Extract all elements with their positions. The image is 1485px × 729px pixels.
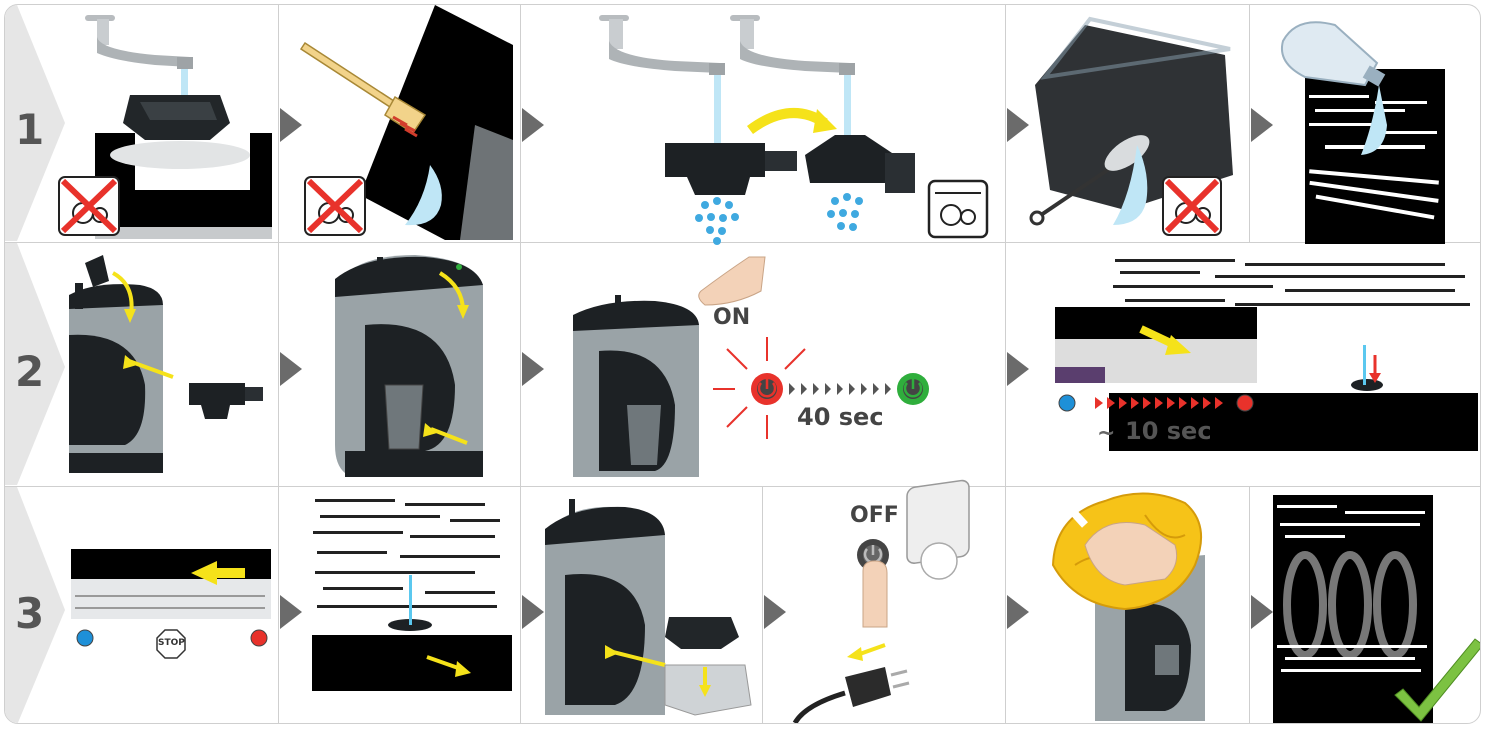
panel-2-2 <box>335 255 483 477</box>
water-drops-icon <box>695 193 863 245</box>
power-button-icon <box>713 337 806 439</box>
column-divider <box>1005 5 1006 723</box>
panel-1-1 <box>58 15 272 239</box>
brush-icon <box>299 41 427 138</box>
socket-icon <box>906 479 970 580</box>
step-arrows <box>280 108 1273 629</box>
row-2-number: 2 <box>15 347 45 396</box>
checkmark-icon <box>1394 638 1480 722</box>
panel-3-1 <box>71 549 271 659</box>
row-chevrons <box>5 5 65 723</box>
tap-icon <box>599 15 725 163</box>
panel-1-4 <box>1029 16 1233 236</box>
step-arrow-icon <box>280 352 302 386</box>
panel-3-2 <box>312 499 512 691</box>
column-divider <box>1249 5 1250 242</box>
step-arrow-icon <box>1007 595 1029 629</box>
stop-label: STOP <box>158 638 185 648</box>
row-3-chevron <box>5 487 65 723</box>
step-arrow-icon <box>280 595 302 629</box>
column-divider <box>762 486 763 723</box>
dishwasher-safe-icon <box>927 179 989 239</box>
step-arrow-icon <box>522 595 544 629</box>
panel-3-4 <box>792 479 970 723</box>
step-arrow-icon <box>522 352 544 386</box>
step-arrow-icon <box>522 108 544 142</box>
panel-3-6 <box>1273 495 1480 723</box>
capsule-holder-icon <box>665 143 797 195</box>
panel-1-3 <box>599 15 989 245</box>
step-arrow-icon <box>1251 595 1273 629</box>
step-arrow-icon <box>280 108 302 142</box>
step-arrow-icon <box>1007 108 1029 142</box>
column-divider <box>1249 486 1250 723</box>
row-1-number: 1 <box>15 105 45 154</box>
plug-icon <box>792 667 910 723</box>
dishwasher-forbidden-icon <box>304 176 366 236</box>
bottle-icon <box>1281 21 1386 87</box>
panel-2-1 <box>69 255 263 473</box>
dishwasher-forbidden-icon <box>1162 176 1222 236</box>
panel-1-2 <box>299 5 513 240</box>
forty-sec-label: 40 sec <box>797 403 884 431</box>
step-arrow-icon <box>1007 352 1029 386</box>
dial-icon <box>1351 345 1383 391</box>
dishwasher-forbidden-icon <box>58 176 120 236</box>
finger-icon <box>698 256 766 306</box>
panel-3-5 <box>1051 492 1205 721</box>
bottle-brush-icon <box>1029 135 1150 226</box>
drip-tray-icon <box>123 95 230 140</box>
on-label: ON <box>713 305 751 330</box>
finger-icon <box>862 560 888 628</box>
capsule-holder-icon <box>189 383 263 419</box>
column-divider <box>278 5 279 723</box>
coffee-machine-icon <box>545 499 665 715</box>
column-divider <box>520 5 521 723</box>
tap-icon <box>730 15 855 145</box>
panel-3-3 <box>545 499 752 716</box>
panel-1-5 <box>1281 21 1445 244</box>
ten-sec-label: 10 sec <box>1125 417 1212 445</box>
power-button-icon <box>897 373 929 405</box>
row-1-chevron <box>5 5 65 241</box>
panel-2-4 <box>1055 253 1478 451</box>
hand-icon <box>1062 500 1178 586</box>
panel-2-3 <box>573 256 929 477</box>
tilde-label: ~ <box>1097 421 1116 446</box>
capsule-holder-icon <box>805 135 915 193</box>
instruction-diagram: 1 2 3 <box>4 4 1481 724</box>
step-arrow-icon <box>1251 108 1273 142</box>
step-arrow-icon <box>764 595 786 629</box>
row-divider <box>5 486 1480 487</box>
row-3-number: 3 <box>15 589 45 638</box>
off-label: OFF <box>850 503 899 528</box>
row-2-chevron <box>5 243 65 485</box>
stop-icon <box>156 629 186 659</box>
row-divider <box>5 242 1480 243</box>
